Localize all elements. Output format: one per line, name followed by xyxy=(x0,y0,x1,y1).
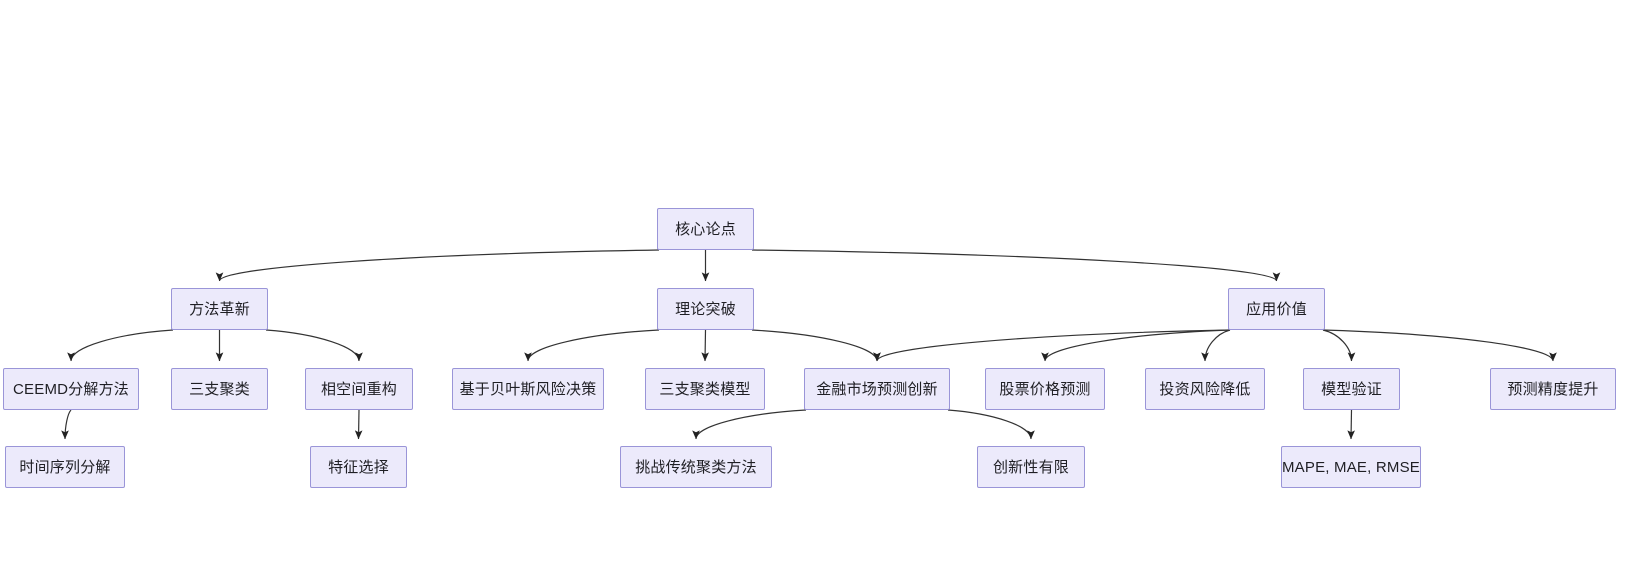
flow-node-threeway[interactable]: 三支聚类 xyxy=(171,368,268,410)
flow-node-label: 方法革新 xyxy=(189,300,250,318)
flow-edge-root-to-method xyxy=(215,249,660,282)
flow-node-label: 挑战传统聚类方法 xyxy=(635,458,757,476)
flow-node-finance[interactable]: 金融市场预测创新 xyxy=(804,368,950,410)
flow-edge-application-to-validate xyxy=(1322,329,1356,362)
flow-edge-finance-to-limited xyxy=(947,409,1035,440)
flow-node-label: 特征选择 xyxy=(328,458,389,476)
flow-node-bayes[interactable]: 基于贝叶斯风险决策 xyxy=(452,368,604,410)
flow-node-method[interactable]: 方法革新 xyxy=(171,288,268,330)
flow-node-label: 时间序列分解 xyxy=(19,458,111,476)
flow-node-label: 核心论点 xyxy=(675,220,736,238)
flow-edge-theory-to-finance xyxy=(751,329,881,362)
flow-edge-application-to-risk xyxy=(1201,329,1231,362)
flow-node-label: MAPE, MAE, RMSE xyxy=(1281,458,1421,476)
flow-node-tsdecomp[interactable]: 时间序列分解 xyxy=(5,446,125,488)
flow-edge-method-to-phase xyxy=(265,329,363,362)
flow-node-label: 模型验证 xyxy=(1321,380,1382,398)
flow-node-metrics[interactable]: MAPE, MAE, RMSE xyxy=(1281,446,1421,488)
flow-node-label: 金融市场预测创新 xyxy=(816,380,938,398)
flow-node-label: 基于贝叶斯风险决策 xyxy=(459,380,597,398)
flow-node-label: 股票价格预测 xyxy=(999,380,1091,398)
flow-node-label: 三支聚类 xyxy=(189,380,250,398)
flow-edge-ceemd-to-tsdecomp xyxy=(61,409,72,440)
flow-node-limited[interactable]: 创新性有限 xyxy=(977,446,1085,488)
flow-node-stock[interactable]: 股票价格预测 xyxy=(985,368,1105,410)
flow-node-label: 投资风险降低 xyxy=(1159,380,1251,398)
flow-edge-application-to-accuracy xyxy=(1322,329,1557,362)
flow-node-theory[interactable]: 理论突破 xyxy=(657,288,754,330)
flow-node-featsel[interactable]: 特征选择 xyxy=(310,446,407,488)
flow-node-label: 预测精度提升 xyxy=(1507,380,1599,398)
flow-node-root[interactable]: 核心论点 xyxy=(657,208,754,250)
flow-edge-phase-to-featsel xyxy=(354,409,363,440)
flow-node-accuracy[interactable]: 预测精度提升 xyxy=(1490,368,1616,410)
flow-node-label: 理论突破 xyxy=(675,300,736,318)
flow-edge-validate-to-metrics xyxy=(1347,409,1355,440)
flow-edge-theory-to-bayes xyxy=(524,329,660,362)
flow-edge-application-to-finance xyxy=(873,329,1231,362)
flow-edge-application-to-stock xyxy=(1041,329,1231,362)
flow-node-label: 三支聚类模型 xyxy=(659,380,751,398)
flow-edge-root-to-application xyxy=(751,249,1281,282)
flow-node-label: 应用价值 xyxy=(1246,300,1307,318)
flow-node-risk[interactable]: 投资风险降低 xyxy=(1145,368,1265,410)
flow-node-label: 相空间重构 xyxy=(320,380,397,398)
flow-node-label: CEEMD分解方法 xyxy=(13,380,129,398)
flow-edge-theory-to-twmodel xyxy=(701,329,709,362)
edge-paths xyxy=(61,249,1557,440)
flow-node-challenge[interactable]: 挑战传统聚类方法 xyxy=(620,446,772,488)
flow-node-ceemd[interactable]: CEEMD分解方法 xyxy=(3,368,139,410)
flow-node-phase[interactable]: 相空间重构 xyxy=(305,368,413,410)
flow-edge-finance-to-challenge xyxy=(692,409,807,440)
flow-edge-method-to-ceemd xyxy=(67,329,174,362)
flow-node-label: 创新性有限 xyxy=(992,458,1069,476)
flow-node-application[interactable]: 应用价值 xyxy=(1228,288,1325,330)
flow-node-twmodel[interactable]: 三支聚类模型 xyxy=(645,368,765,410)
flow-node-validate[interactable]: 模型验证 xyxy=(1303,368,1400,410)
